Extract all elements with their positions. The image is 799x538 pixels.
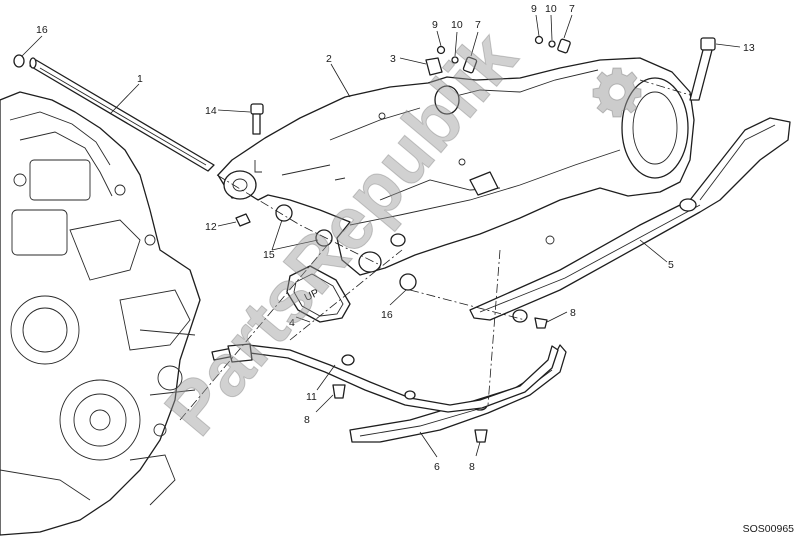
callout-11: 11 — [306, 391, 317, 403]
assembly-centerlines — [179, 79, 691, 421]
spacer-7b — [557, 38, 571, 54]
bolt-3 — [425, 57, 443, 76]
callout-1: 1 — [137, 73, 143, 85]
callout-6: 6 — [434, 461, 440, 473]
callout-16-top: 16 — [36, 24, 48, 36]
washer-15a — [275, 204, 293, 222]
leader-lines — [21, 14, 741, 458]
callout-3: 3 — [390, 53, 396, 65]
callout-8-bottom: 8 — [469, 461, 475, 473]
callout-9-right: 9 — [531, 3, 537, 15]
callout-7-right: 7 — [569, 3, 575, 15]
callout-14: 14 — [205, 105, 217, 117]
swingarm — [217, 57, 695, 276]
pivot-shaft — [29, 57, 215, 172]
callout-9-left: 9 — [432, 19, 438, 31]
callout-8-right: 8 — [570, 307, 576, 319]
bolt-13 — [689, 37, 716, 101]
o-ring — [13, 54, 25, 68]
screw-9b — [534, 35, 544, 45]
screw-8c — [474, 429, 488, 443]
spacer-7a — [462, 56, 478, 74]
callout-labels: 16 1 14 12 15 2 3 9 10 7 9 10 7 13 5 8 1… — [36, 3, 755, 473]
washer-10b — [548, 40, 556, 48]
chain-guard — [469, 117, 791, 323]
callout-7-left: 7 — [475, 19, 481, 31]
callout-5: 5 — [668, 259, 674, 271]
callout-13: 13 — [743, 42, 755, 54]
drawing-code: SOS00965 — [743, 523, 795, 535]
gear-icon — [592, 67, 642, 118]
screw-14 — [250, 103, 264, 135]
slider-bracket — [211, 343, 559, 413]
callout-8-left: 8 — [304, 414, 310, 426]
callout-2: 2 — [326, 53, 332, 65]
washer-15b — [315, 229, 333, 247]
protection-panel: UP — [286, 265, 351, 323]
screw-8b — [332, 384, 346, 399]
callout-10-left: 10 — [451, 19, 463, 31]
callout-15: 15 — [263, 249, 275, 261]
callout-4: 4 — [289, 317, 295, 329]
callout-10-right: 10 — [545, 3, 557, 15]
callout-16-lower: 16 — [381, 309, 393, 321]
engine-assembly — [0, 91, 201, 536]
callout-12: 12 — [205, 221, 217, 233]
washer-10a — [451, 56, 459, 64]
screw-9a — [436, 45, 446, 55]
screw-8a — [534, 317, 548, 329]
o-ring-16b — [399, 273, 417, 291]
panel-up-label: UP — [303, 287, 321, 304]
nut-12 — [235, 213, 251, 227]
